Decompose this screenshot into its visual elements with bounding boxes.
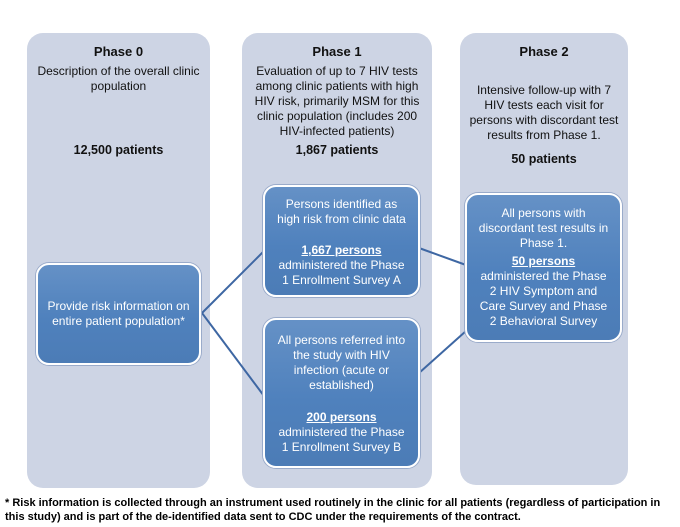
survey-b-rest: administered the Phase 1 Enrollment Surv… [278,425,405,454]
phase0-risk-info-box: Provide risk information on entire patie… [36,263,201,365]
survey-a-detail: 1,667 persons administered the Phase 1 E… [274,243,409,288]
phase1-survey-a-box: Persons identified as high risk from cli… [263,185,420,297]
survey-b-detail: 200 persons administered the Phase 1 Enr… [274,410,409,455]
phase1-description: Evaluation of up to 7 HIV tests among cl… [254,64,420,138]
phase1-patient-count: 1,867 patients [295,143,379,157]
phase0-risk-info-text: Provide risk information on entire patie… [47,299,190,328]
phase2-box-intro: All persons with discordant test results… [478,206,609,250]
connector-surveyA-to-phase2 [418,247,467,266]
survey-b-intro: All persons referred into the study with… [277,333,406,392]
phase2-box-detail: 50 persons administered the Phase 2 HIV … [476,254,611,329]
phase1-title: Phase 1 [312,44,362,59]
phase2-title: Phase 2 [519,44,569,59]
phase2-patient-count: 50 patients [511,152,577,166]
phase0-column: Phase 0 Description of the overall clini… [27,33,210,488]
survey-a-rest: administered the Phase 1 Enrollment Surv… [278,258,405,287]
phase2-box-rest: administered the Phase 2 HIV Symptom and… [479,269,608,328]
phase2-box-count: 50 persons [511,254,576,268]
survey-a-count: 1,667 persons [301,243,382,257]
phase0-patient-count: 12,500 patients [73,143,164,157]
phase0-title: Phase 0 [93,44,144,59]
phase1-survey-b-box: All persons referred into the study with… [263,318,420,468]
phase2-description: Intensive follow-up with 7 HIV tests eac… [469,83,619,142]
phase2-survey-box: All persons with discordant test results… [465,193,622,342]
spacer [274,227,409,243]
footnote: * Risk information is collected through … [5,497,661,523]
survey-b-count: 200 persons [306,410,377,424]
connector-phase0-to-surveyB [201,312,265,397]
connector-surveyB-to-phase2 [418,330,467,374]
phase0-description: Description of the overall clinic popula… [37,64,200,93]
survey-a-intro: Persons identified as high risk from cli… [277,197,406,226]
spacer [274,393,409,410]
connector-phase0-to-surveyA [201,250,265,314]
